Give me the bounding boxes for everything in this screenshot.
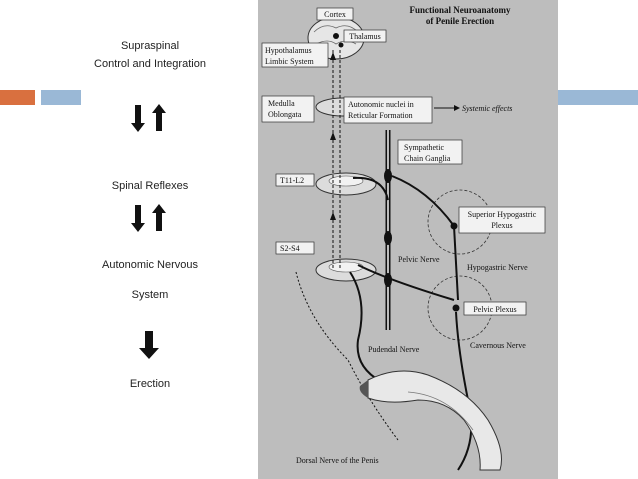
hypothalamus-label: Hypothalamus (265, 46, 312, 55)
accent-bar-orange (0, 90, 35, 105)
diagram-title-line2: of Penile Erection (426, 16, 494, 26)
system-label: System (131, 289, 169, 301)
spinal-cord-pathway (332, 50, 341, 268)
accent-bar-blue-right (558, 90, 638, 105)
autonomic-nuclei-label: Autonomic nuclei in (348, 100, 414, 109)
accent-bar-blue-left (41, 90, 81, 105)
down-arrow-icon (139, 331, 159, 359)
limbic-system-label: Limbic System (265, 57, 314, 66)
medulla-label: Medulla (268, 99, 295, 108)
autonomic-nervous-label: Autonomic Nervous (102, 259, 198, 271)
plexus-label: Plexus (491, 221, 512, 230)
diagram-background (258, 0, 558, 479)
pelvic-plexus-label: Pelvic Plexus (473, 305, 516, 314)
supraspinal-label: Supraspinal (120, 40, 180, 52)
chain-ganglia-label: Chain Ganglia (404, 154, 451, 163)
sympathetic-label: Sympathetic (404, 143, 444, 152)
spinal-reflexes-label: Spinal Reflexes (111, 180, 189, 192)
erection-label: Erection (129, 378, 171, 390)
hypogastric-nerve-label: Hypogastric Nerve (467, 263, 528, 272)
cavernous-nerve-label: Cavernous Nerve (470, 341, 526, 350)
t11-l2-label: T11-L2 (280, 176, 304, 185)
superior-hypogastric-label: Superior Hypogastric (468, 210, 537, 219)
pelvic-nerve-label: Pelvic Nerve (398, 255, 440, 264)
pudendal-nerve-label: Pudendal Nerve (368, 345, 420, 354)
control-integration-label: Control and Integration (94, 58, 206, 70)
s2-s4-label: S2-S4 (280, 244, 300, 253)
thalamus-label: Thalamus (349, 32, 381, 41)
neuroanatomy-diagram: Functional Neuroanatomy of Penile Erecti… (258, 0, 558, 479)
up-down-arrows-icon-2 (131, 204, 166, 232)
cortex-label: Cortex (324, 10, 346, 19)
penis-illustration (359, 370, 502, 471)
up-down-arrows-icon-1 (131, 104, 166, 132)
diagram-title-line1: Functional Neuroanatomy (409, 5, 511, 15)
systemic-effects-label: Systemic effects (462, 104, 512, 113)
oblongata-label: Oblongata (268, 110, 302, 119)
reticular-formation-label: Reticular Formation (348, 111, 413, 120)
dorsal-nerve-label: Dorsal Nerve of the Penis (296, 456, 379, 465)
